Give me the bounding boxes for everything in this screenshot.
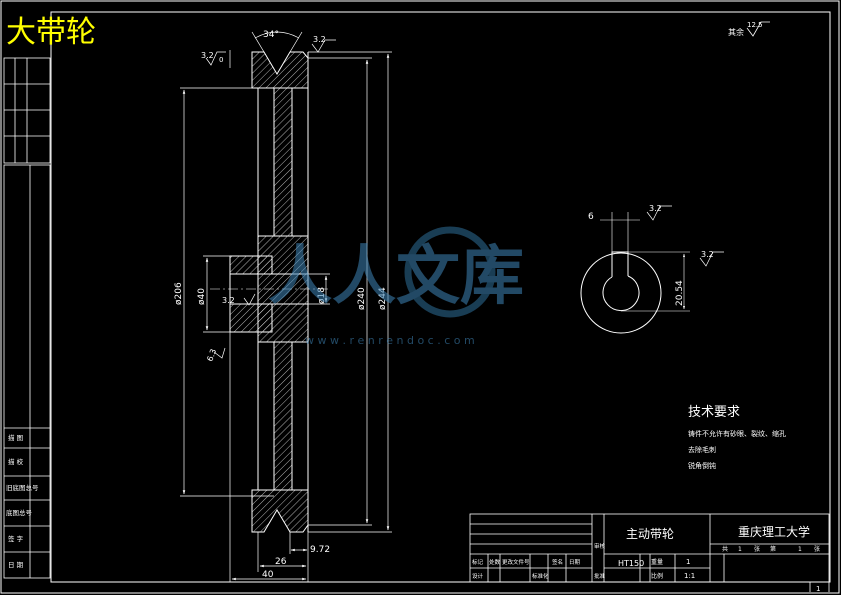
sheet-info-3: 第	[770, 545, 776, 553]
sheet-info-2: 张	[754, 545, 760, 553]
dim-total-width-label: 40	[262, 570, 274, 580]
school-name: 重庆理工大学	[738, 524, 810, 539]
roughness-note: 其余 12.5	[728, 21, 770, 37]
dim-dia-206-label: ø206	[174, 282, 184, 305]
dim-dia-18-label: ø18	[317, 287, 327, 304]
left-strip	[3, 57, 51, 579]
dim-dia-206	[180, 87, 274, 497]
row-label-change: 更改文件号	[502, 558, 530, 566]
tech-req-line-3: 锐角倒钝	[688, 461, 716, 470]
strip-label-trace-check: 描 校	[8, 457, 24, 466]
tech-req-line-2: 去除毛刺	[688, 445, 716, 454]
strip-label-date: 日 期	[8, 561, 24, 569]
design-label: 设计	[472, 572, 484, 580]
title-block-text: 主动带轮 重庆理工大学 HT150 重量 1 比例 1:1 共 1 张 第 1 …	[472, 524, 820, 593]
left-strip-labels: 描 图 描 校 旧底图总号 底图总号 签 字 日 期	[6, 433, 39, 569]
approve-label: 批准	[594, 572, 606, 580]
chamfer-symbol	[213, 347, 226, 359]
dim-hub-width	[257, 532, 307, 572]
row-label-date: 日期	[569, 559, 581, 566]
keyway-width-label: 6	[588, 212, 594, 222]
roughness-hub-value: 3.2	[222, 296, 235, 305]
dim-dia-240-label: ø240	[357, 287, 367, 310]
strip-label-base-number: 底图总号	[6, 508, 33, 517]
dim-dia-40	[203, 255, 230, 333]
title-overlay: 大带轮	[6, 15, 96, 50]
part-name: 主动带轮	[626, 527, 674, 541]
strip-label-old-number: 旧底图总号	[6, 483, 39, 492]
sheet-border-inner	[50, 11, 831, 583]
strip-label-sign: 签 字	[8, 534, 24, 543]
keyway-view	[580, 205, 724, 334]
groove-angle-dim	[251, 31, 303, 53]
svg-text:其余: 其余	[728, 27, 744, 37]
watermark-text: 人人文库	[268, 240, 524, 314]
dim-dia-40-label: ø40	[197, 288, 207, 305]
sheet-info-0: 共	[722, 545, 728, 553]
weight-value: 1	[686, 558, 690, 566]
row-label-count: 处数	[489, 558, 501, 566]
dim-dia-18	[308, 273, 330, 305]
sheet-info-1: 1	[738, 546, 742, 553]
side-small-value: 0	[219, 56, 223, 64]
pulley-section	[229, 51, 309, 533]
watermark-url: w w w . r e n r e n d o c . c o m	[305, 334, 475, 347]
dim-groove-offset	[289, 532, 308, 554]
watermark: 人人文库 w w w . r e n r e n d o c . c o m	[268, 226, 524, 347]
roughness-top-right	[311, 39, 336, 53]
weight-label: 重量	[651, 558, 663, 566]
tech-req-heading: 技术要求	[688, 405, 740, 420]
scale-value: 1:1	[684, 572, 695, 580]
check-label: 审核	[594, 542, 606, 550]
sheet-info-5: 张	[814, 545, 820, 553]
dim-groove-offset-label: 9.72	[310, 545, 330, 555]
dim-hub-width-label: 26	[275, 557, 287, 567]
chamfer-label: 6.3	[205, 348, 218, 363]
svg-text:12.5: 12.5	[747, 21, 763, 29]
groove-angle-label: 34°	[263, 30, 279, 40]
roughness-top-left	[205, 50, 231, 68]
row-label-sign: 签名	[552, 558, 563, 566]
page-marker: 1	[816, 585, 820, 593]
keyway-depth-label: 20.54	[675, 280, 685, 306]
roughness-hub	[243, 293, 256, 306]
roughness-top-left-value: 3.2	[201, 51, 214, 60]
std-label: 标准化	[532, 572, 549, 580]
title-block	[469, 513, 830, 592]
dim-dia-244	[308, 51, 392, 533]
tech-req-line-1: 铸件不允许有砂眼、裂纹、缩孔	[688, 429, 786, 438]
dim-dia-244-label: ø244	[378, 287, 388, 310]
sheet-info-4: 1	[798, 546, 802, 553]
scale-label: 比例	[651, 572, 663, 580]
dim-dia-240	[308, 57, 372, 526]
watermark-ring	[404, 226, 496, 318]
strip-label-trace: 描 图	[8, 433, 23, 442]
material: HT150	[618, 559, 644, 568]
keyway-roughness-1-value: 3.2	[649, 204, 662, 213]
roughness-top-right-value: 3.2	[313, 35, 326, 44]
dim-total-width	[229, 332, 309, 582]
keyway-roughness-2-value: 3.2	[701, 250, 714, 259]
row-label-mark: 标记	[472, 558, 484, 566]
